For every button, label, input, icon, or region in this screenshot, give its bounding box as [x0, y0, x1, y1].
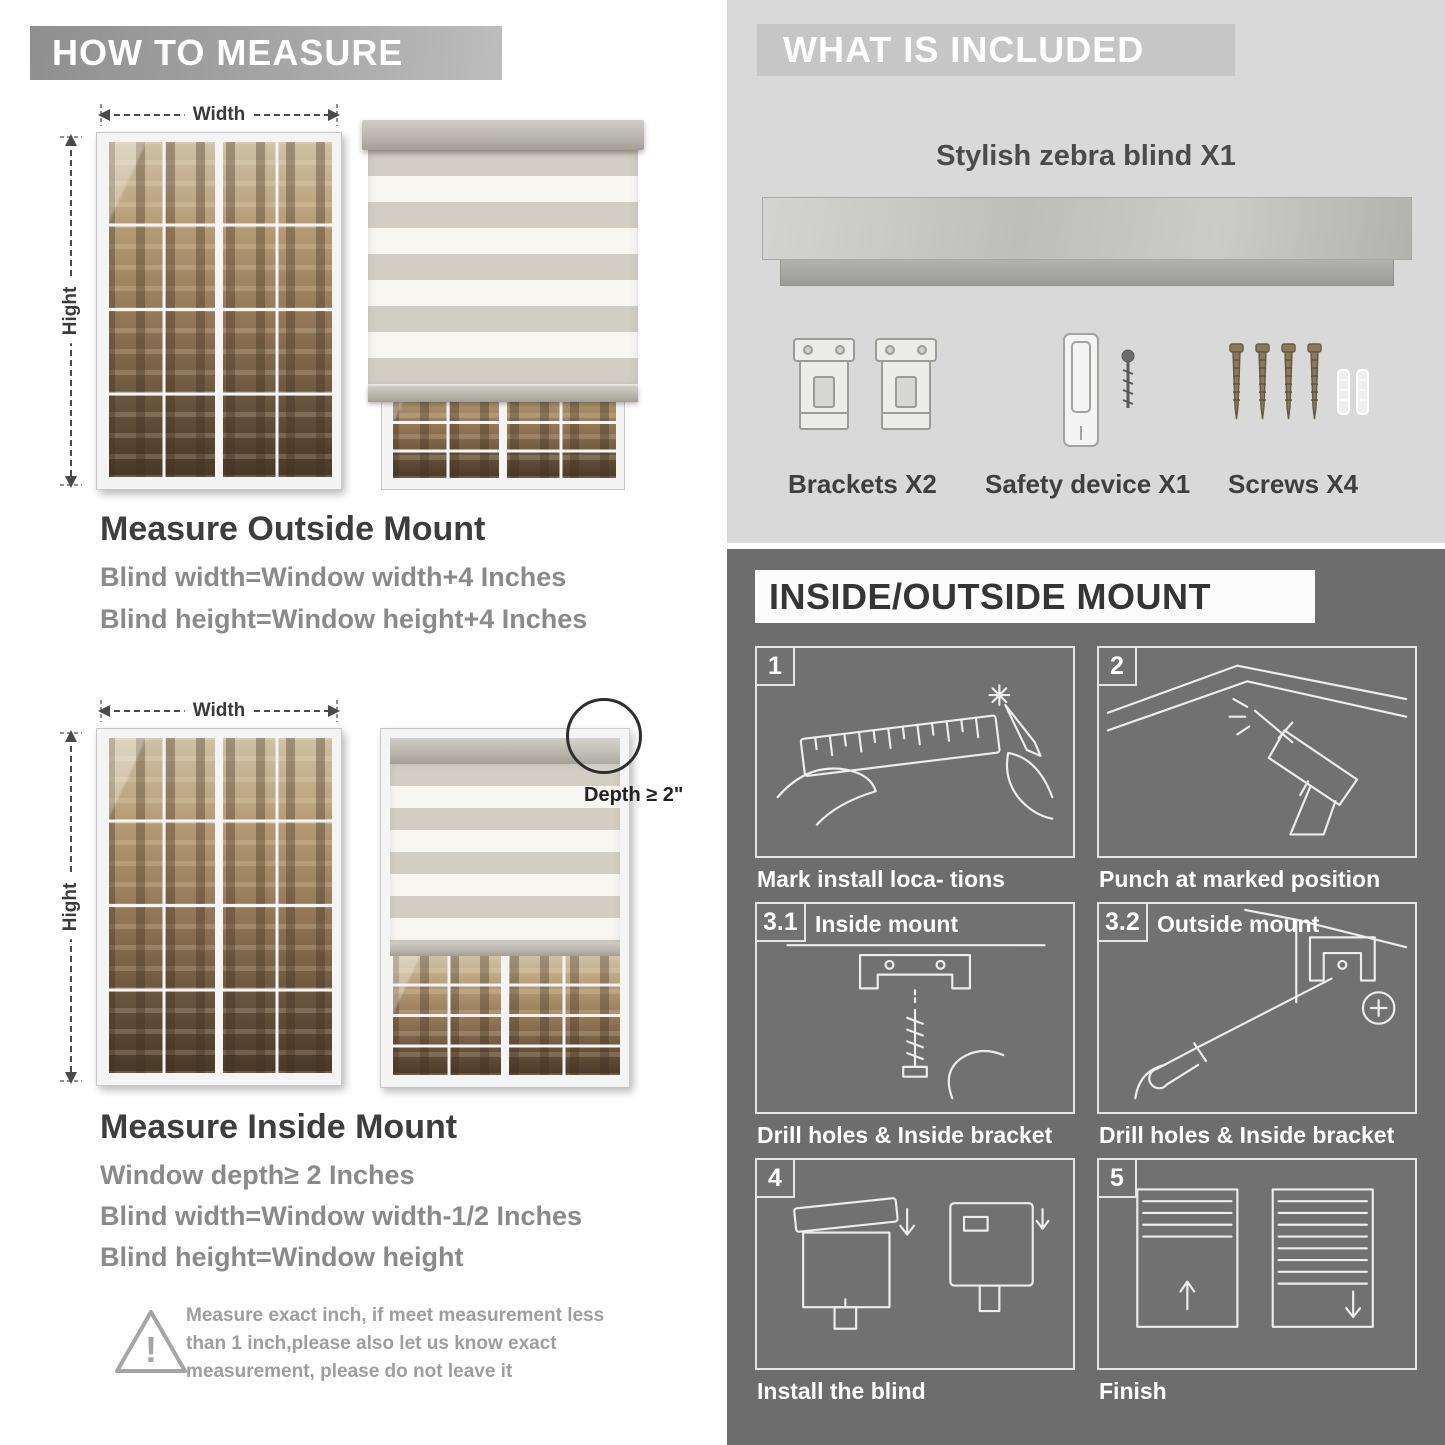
blind-zebra-stripes-2	[390, 764, 620, 942]
included-blind-label: Stylish zebra blind X1	[936, 140, 1236, 172]
inside-mount-heading: Measure Inside Mount	[100, 1108, 458, 1146]
step-number: 2	[1099, 648, 1137, 686]
headrail-image	[762, 197, 1412, 260]
ruler-hand-illustration	[776, 684, 1054, 826]
safety-device-icon	[1050, 330, 1156, 462]
outside-mount-heading: Measure Outside Mount	[100, 510, 486, 548]
width-dimension-arrow-2: Width	[96, 700, 342, 722]
step-number: 1	[757, 648, 795, 686]
step-caption-3-2: Drill holes & Inside bracket	[1099, 1122, 1395, 1148]
step-panel-2: 2	[1097, 646, 1417, 858]
zebra-blind-illustration-outside	[362, 120, 644, 490]
step-number: 4	[757, 1160, 795, 1198]
zebra-blind-illustration-inside	[380, 728, 630, 1088]
inside-depth-formula: Window depth≥ 2 Inches	[100, 1160, 415, 1190]
step-number: 5	[1099, 1160, 1137, 1198]
how-to-measure-header: HOW TO MEASURE	[30, 26, 502, 80]
finish-blind-illustration	[1136, 1188, 1374, 1328]
headrail-valance	[780, 260, 1394, 286]
warning-line: Measure exact inch, if meet measurement …	[186, 1305, 605, 1326]
screws-icon	[1222, 340, 1378, 457]
window-illustration-outside	[96, 132, 342, 490]
outside-bracket-illustration	[1134, 908, 1408, 1100]
inside-width-formula: Blind width=Window width-1/2 Inches	[100, 1201, 583, 1231]
width-dimension-arrow: Width	[96, 104, 342, 126]
depth-label: Depth ≥ 2"	[584, 784, 684, 806]
inside-bracket-illustration	[786, 944, 1046, 1100]
step-panel-3-2: 3.2 Outside mount	[1097, 902, 1417, 1114]
outside-height-formula: Blind height=Window height+4 Inches	[100, 604, 588, 634]
blind-bottom-rail-2	[390, 942, 620, 956]
svg-text:!: !	[145, 1329, 157, 1370]
brackets-icon	[790, 333, 942, 460]
step-panel-4: 4	[755, 1158, 1075, 1370]
window-glass	[106, 142, 332, 480]
step-caption-4: Install the blind	[757, 1378, 926, 1404]
height-dimension-arrow-2: Hight	[60, 728, 82, 1086]
width-label: Width	[184, 104, 254, 126]
width-label-2: Width	[184, 700, 254, 722]
brackets-label: Brackets X2	[788, 469, 937, 499]
step-caption-3-1: Drill holes & Inside bracket	[757, 1122, 1053, 1148]
blind-cassette	[362, 120, 644, 150]
warning-line: than 1 inch,please also let us know exac…	[186, 1333, 557, 1354]
height-label: Hight	[60, 278, 82, 344]
step-caption-2: Punch at marked position	[1099, 866, 1381, 892]
step-panel-1: 1	[755, 646, 1075, 858]
step-caption-5: Finish	[1099, 1378, 1167, 1404]
inside-height-formula: Blind height=Window height	[100, 1242, 464, 1272]
step-number: 3.2	[1099, 904, 1148, 942]
warning-line: measurement, please do not leave it	[186, 1361, 513, 1382]
depth-zoom-circle	[566, 698, 642, 774]
step-caption-1: Mark install loca- tions	[757, 866, 1005, 892]
screws-label: Screws X4	[1228, 469, 1359, 499]
outside-width-formula: Blind width=Window width+4 Inches	[100, 562, 567, 592]
step-panel-3-1: 3.1 Inside mount	[755, 902, 1075, 1114]
step-panel-5: 5	[1097, 1158, 1417, 1370]
window-illustration-inside	[96, 728, 342, 1086]
measure-warning-text: Measure exact inch, if meet measurement …	[186, 1302, 604, 1386]
mount-header: INSIDE/OUTSIDE MOUNT	[755, 570, 1315, 623]
step-title: Inside mount	[815, 911, 959, 937]
warning-icon: !	[112, 1306, 190, 1383]
window-glass-below-blind	[390, 956, 620, 1078]
step-number: 3.1	[757, 904, 806, 942]
safety-device-label: Safety device X1	[985, 469, 1191, 499]
height-label-2: Hight	[60, 874, 82, 940]
window-glass-2	[106, 738, 332, 1076]
what-is-included-header: WHAT IS INCLUDED	[757, 24, 1235, 76]
blind-bottom-rail	[368, 386, 638, 402]
drill-illustration	[1106, 664, 1408, 836]
height-dimension-arrow: Hight	[60, 132, 82, 490]
step-title: Outside mount	[1157, 911, 1320, 937]
blind-zebra-stripes	[368, 150, 638, 386]
install-blind-illustration	[793, 1197, 1050, 1330]
